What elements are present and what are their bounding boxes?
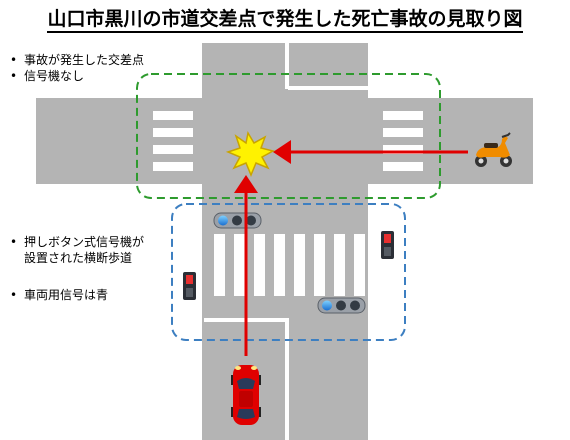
pedestrian-signal-icon: [381, 231, 394, 259]
note-line: •事故が発生した交差点: [10, 53, 145, 67]
crosswalk-south: [214, 234, 365, 296]
pedestrian-signal-icon: [183, 272, 196, 300]
stop-line-north: [288, 86, 368, 90]
note-line: •車両用信号は青: [10, 288, 109, 302]
crosswalk-west: [153, 111, 193, 171]
note-vehicle-signal: •車両用信号は青: [10, 287, 108, 303]
scooter-icon: [475, 132, 512, 167]
push-button-crosswalk-zone: [171, 203, 406, 341]
accident-intersection-zone: [136, 73, 441, 199]
note-line: •信号機なし: [10, 69, 85, 83]
note-line: •押しボタン式信号機が: [10, 235, 145, 249]
page-title: 山口市黒川の市道交差点で発生した死亡事故の見取り図: [0, 4, 570, 33]
center-line-south: [285, 318, 289, 440]
crosswalk-east: [383, 111, 423, 171]
impact-star-icon: [225, 130, 276, 177]
car-icon: [231, 365, 261, 425]
traffic-light-icon: [317, 297, 366, 314]
note-crosswalk: •押しボタン式信号機が 設置された横断歩道: [10, 234, 144, 266]
note-line: 設置された横断歩道: [24, 251, 133, 265]
note-top: •事故が発生した交差点 •信号機なし: [10, 52, 144, 84]
center-line-north: [285, 43, 289, 89]
traffic-light-icon: [213, 212, 262, 229]
